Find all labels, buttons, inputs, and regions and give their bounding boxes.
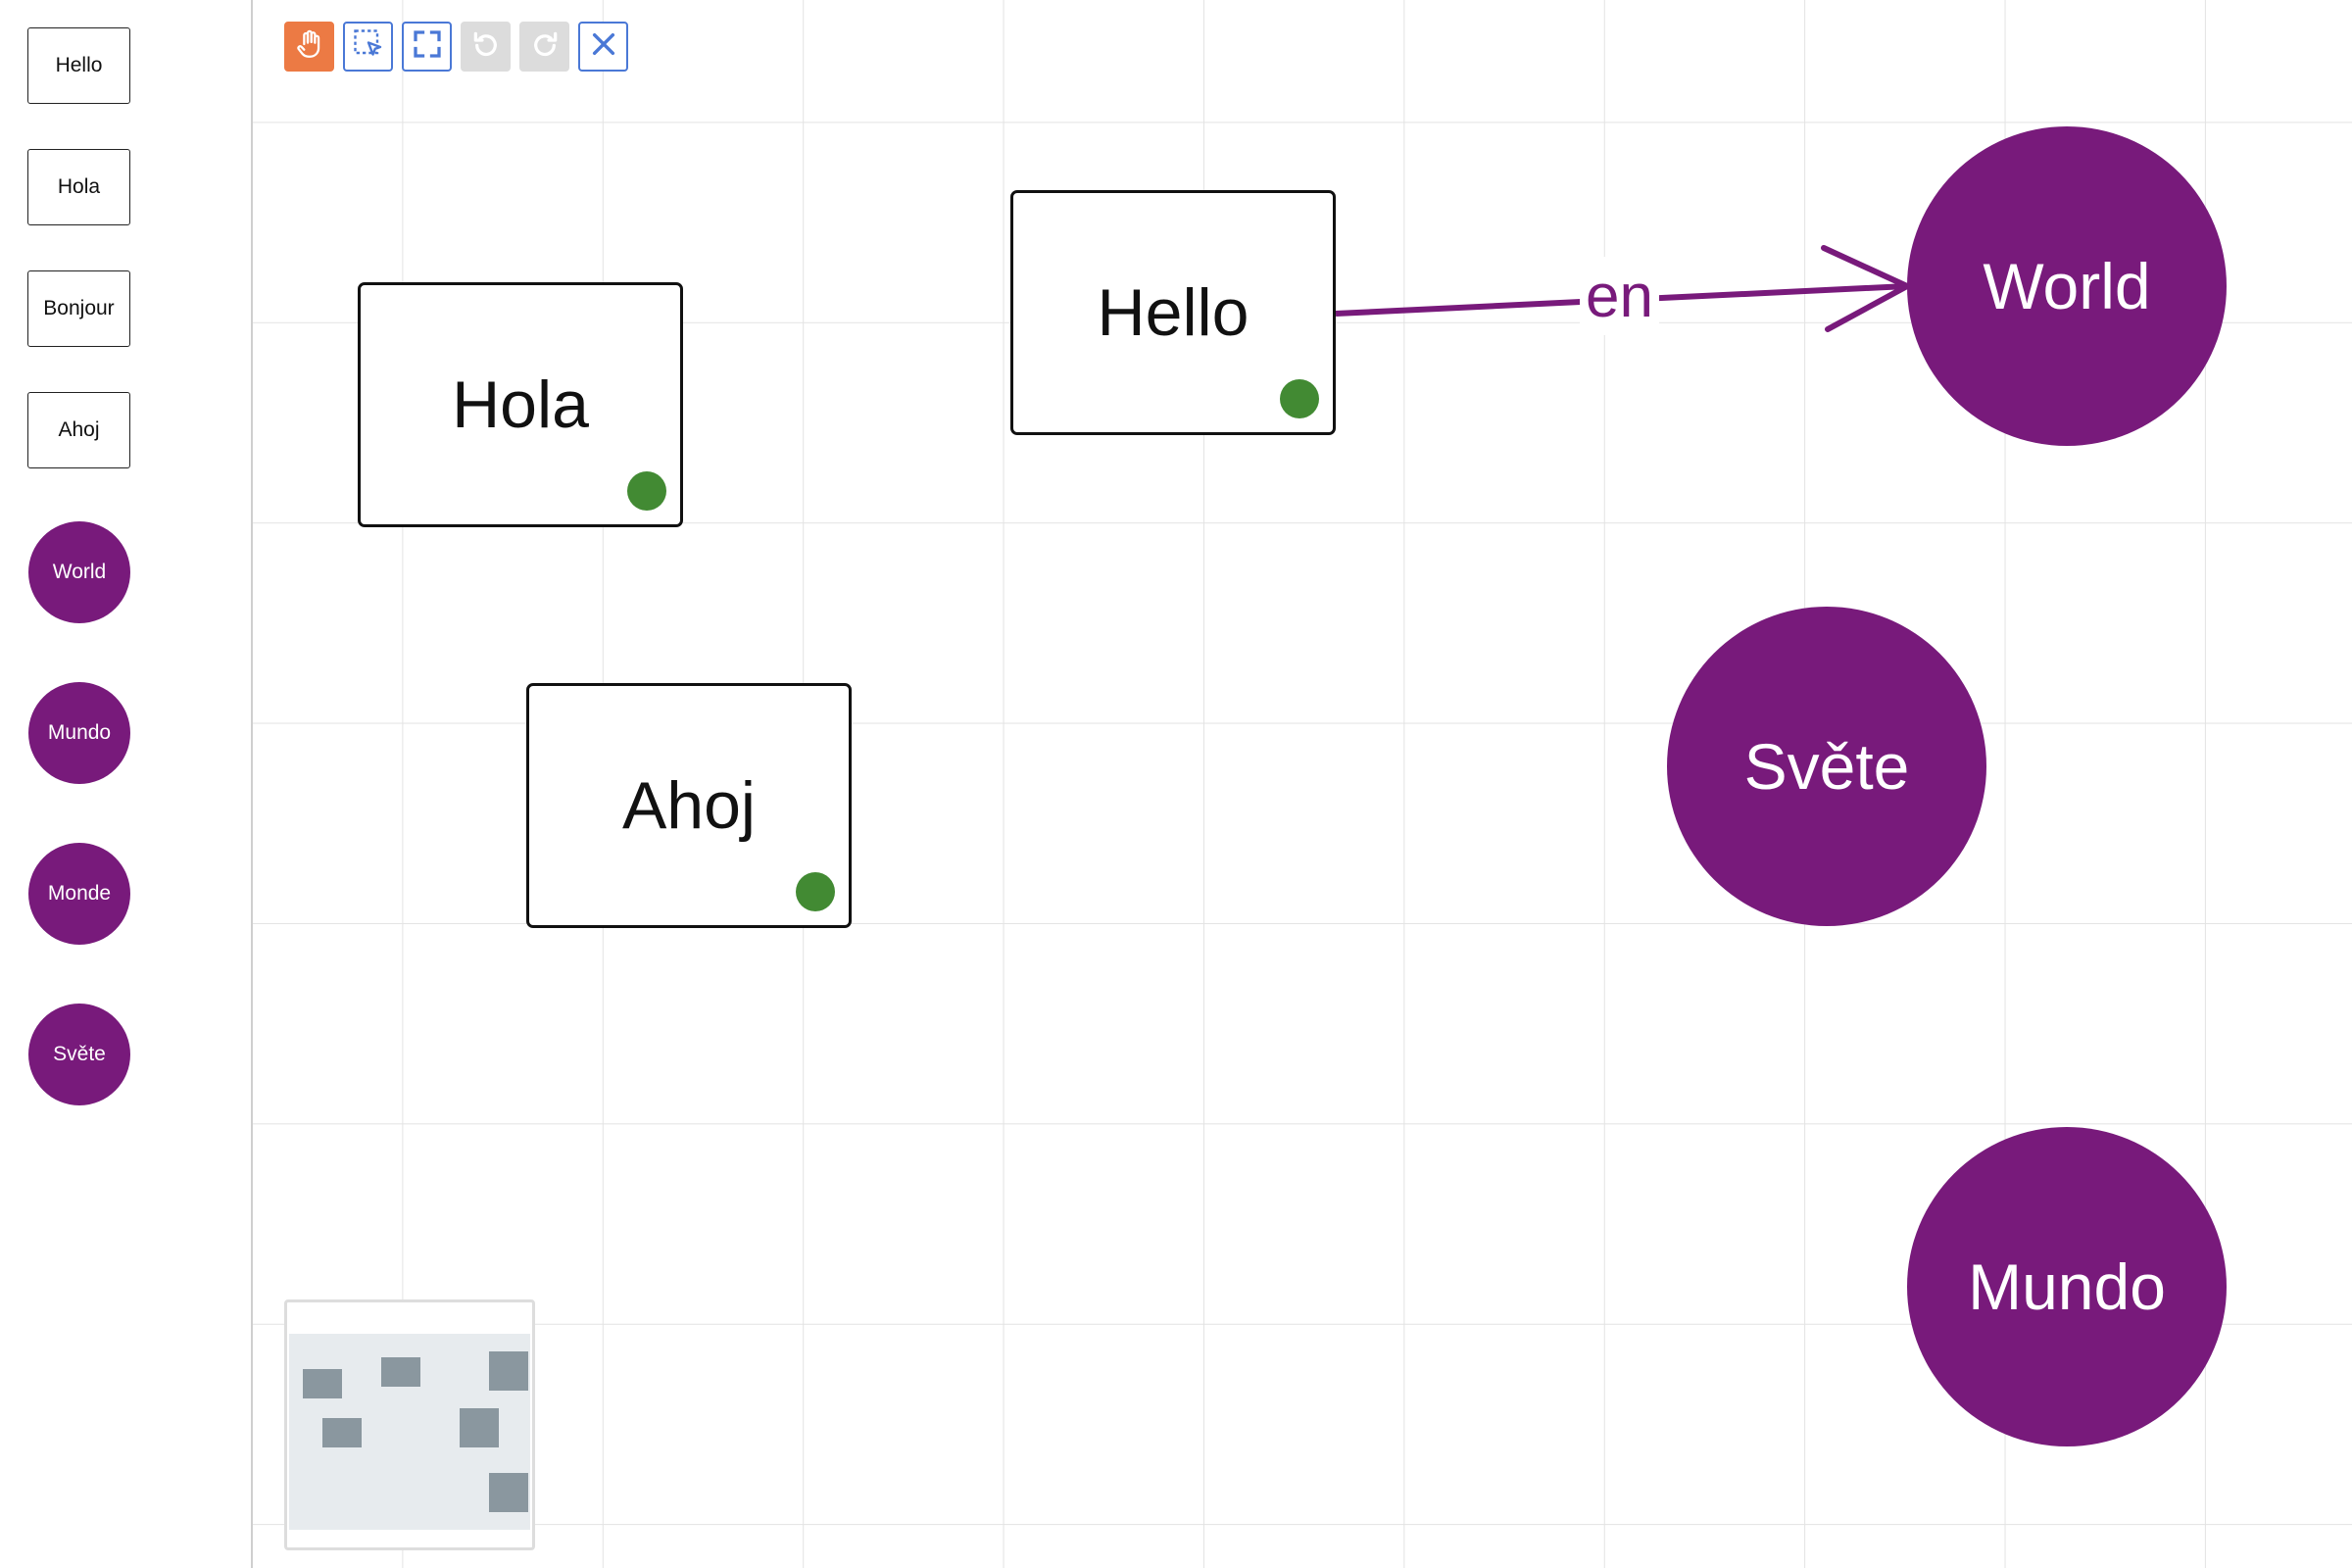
node-label: Hello <box>1097 275 1250 350</box>
palette-circle-svete[interactable]: Světe <box>28 1004 130 1105</box>
node-label: Hola <box>452 368 589 442</box>
node-ahoj[interactable]: Ahoj <box>526 683 852 928</box>
palette-rect-hola[interactable]: Hola <box>27 149 130 225</box>
minimap-node <box>303 1369 342 1398</box>
node-label: World <box>1983 250 2151 322</box>
select-tool-button[interactable] <box>343 22 393 72</box>
delete-button[interactable] <box>578 22 628 72</box>
edge-label[interactable]: en <box>1580 257 1659 335</box>
hand-icon <box>293 27 326 66</box>
redo-icon <box>529 28 561 65</box>
connection-handle[interactable] <box>627 471 666 511</box>
node-mundo[interactable]: Mundo <box>1907 1127 2227 1446</box>
minimap-node <box>460 1408 499 1447</box>
connection-handle[interactable] <box>796 872 835 911</box>
select-icon <box>351 26 386 67</box>
palette-rect-ahoj[interactable]: Ahoj <box>27 392 130 468</box>
node-label: Ahoj <box>621 768 757 843</box>
palette-circle-mundo[interactable]: Mundo <box>28 682 130 784</box>
node-world[interactable]: World <box>1907 126 2227 446</box>
palette-circle-world[interactable]: World <box>28 521 130 623</box>
palette-rect-bonjour[interactable]: Bonjour <box>27 270 130 347</box>
connection-handle[interactable] <box>1280 379 1319 418</box>
minimap[interactable] <box>284 1299 535 1550</box>
palette-circle-monde[interactable]: Monde <box>28 843 130 945</box>
fit-view-button[interactable] <box>402 22 452 72</box>
node-svete[interactable]: Světe <box>1667 607 1986 926</box>
minimap-node <box>489 1351 528 1391</box>
node-palette: Hello Hola Bonjour Ahoj World Mundo Mond… <box>0 0 253 1568</box>
minimap-node <box>322 1418 362 1447</box>
close-icon <box>588 28 619 65</box>
fullscreen-icon <box>410 26 445 67</box>
node-hola[interactable]: Hola <box>358 282 683 527</box>
node-label: Světe <box>1743 730 1910 803</box>
undo-button[interactable] <box>461 22 511 72</box>
pan-tool-button[interactable] <box>284 22 334 72</box>
minimap-node <box>489 1473 528 1512</box>
canvas-toolbar <box>284 22 628 72</box>
node-hello[interactable]: Hello <box>1010 190 1336 435</box>
redo-button[interactable] <box>519 22 569 72</box>
palette-rect-hello[interactable]: Hello <box>27 27 130 104</box>
undo-icon <box>470 28 502 65</box>
minimap-node <box>381 1357 420 1387</box>
graph-canvas[interactable]: en Hola Hello Ahoj World Světe Mundo <box>253 0 2352 1568</box>
node-label: Mundo <box>1968 1250 2166 1323</box>
